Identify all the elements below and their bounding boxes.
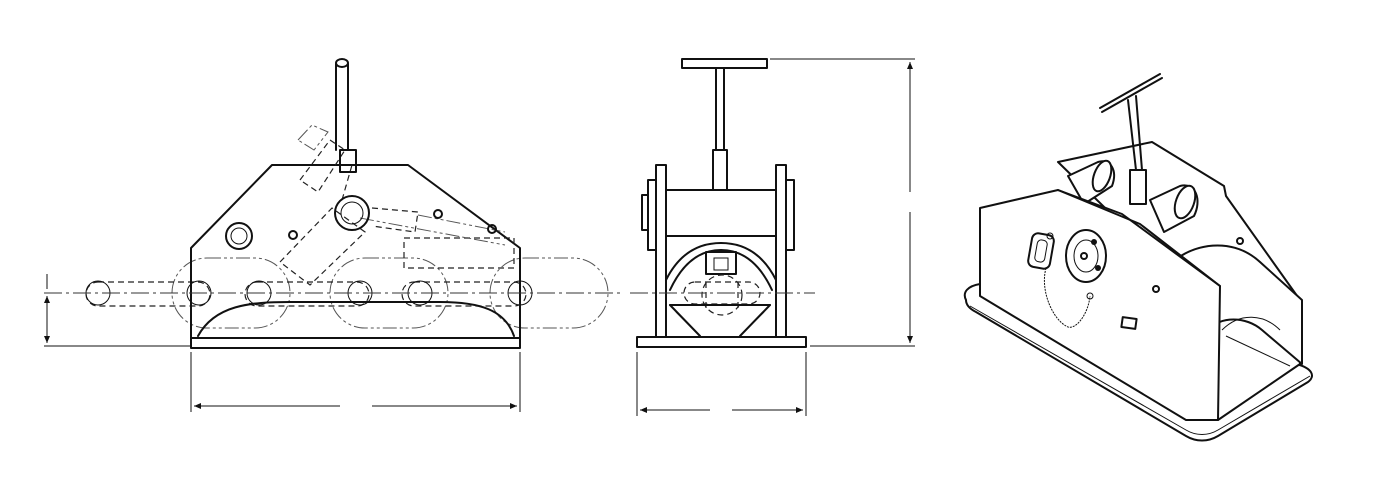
handle-bar (335, 63, 349, 151)
side-plate-right (775, 164, 787, 338)
pawl-mechanism-hidden (279, 139, 515, 286)
lifting-hole-large (225, 222, 253, 250)
dimension-b (636, 352, 807, 416)
pivot-hub (334, 195, 370, 231)
front-base-plate (636, 336, 807, 348)
iso-lifting-eye (1027, 232, 1055, 270)
side-view (44, 58, 622, 349)
t-handle-crossbar (681, 58, 768, 69)
front-view (630, 58, 815, 348)
dimension-c (770, 58, 915, 347)
dimension-a (190, 352, 521, 412)
pawl-drum (665, 189, 777, 237)
base-plate (190, 337, 521, 349)
side-plate-left (655, 164, 667, 338)
isometric-view (963, 73, 1313, 442)
dimension-d (44, 274, 190, 347)
stopper-body (190, 164, 521, 339)
